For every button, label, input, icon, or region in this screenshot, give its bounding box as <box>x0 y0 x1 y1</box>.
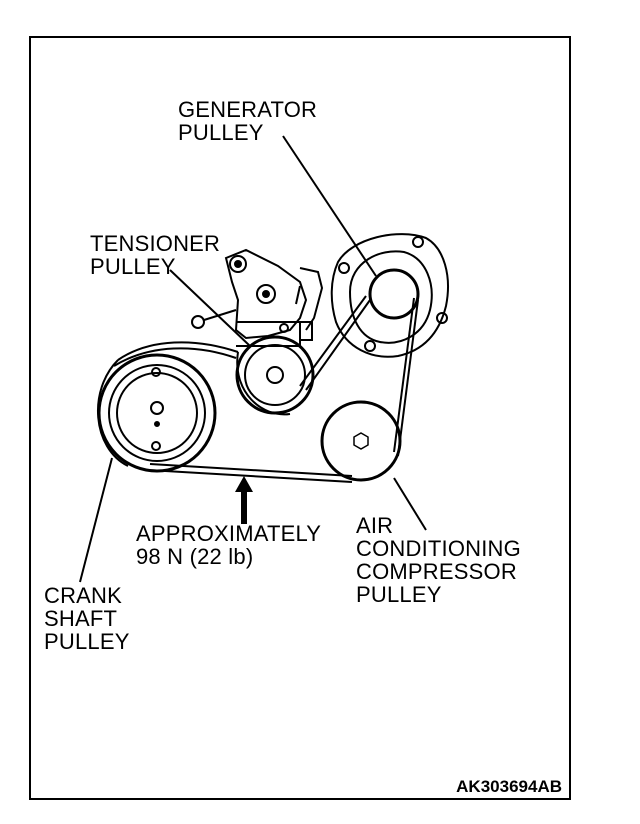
diagram-frame <box>29 36 571 800</box>
tensioner-pulley <box>235 335 315 415</box>
ac-compressor-pulley-label: AIR CONDITIONING COMPRESSOR PULLEY <box>356 513 521 607</box>
tension-value-label: APPROXIMATELY 98 N (22 lb) <box>136 521 322 569</box>
document-code: AK303694AB <box>456 777 562 796</box>
ac-compressor-pulley <box>320 400 402 482</box>
crankshaft-pulley <box>97 353 217 473</box>
drive-belt <box>97 295 419 483</box>
leader-lines <box>79 135 427 583</box>
crankshaft-pulley-label: CRANK SHAFT PULLEY <box>44 583 130 654</box>
generator-pulley-label: GENERATOR PULLEY <box>178 97 318 145</box>
generator-pulley <box>330 233 449 358</box>
tensioner-pulley-label: TENSIONER PULLEY <box>90 231 221 279</box>
tension-arrow-icon <box>235 476 253 524</box>
